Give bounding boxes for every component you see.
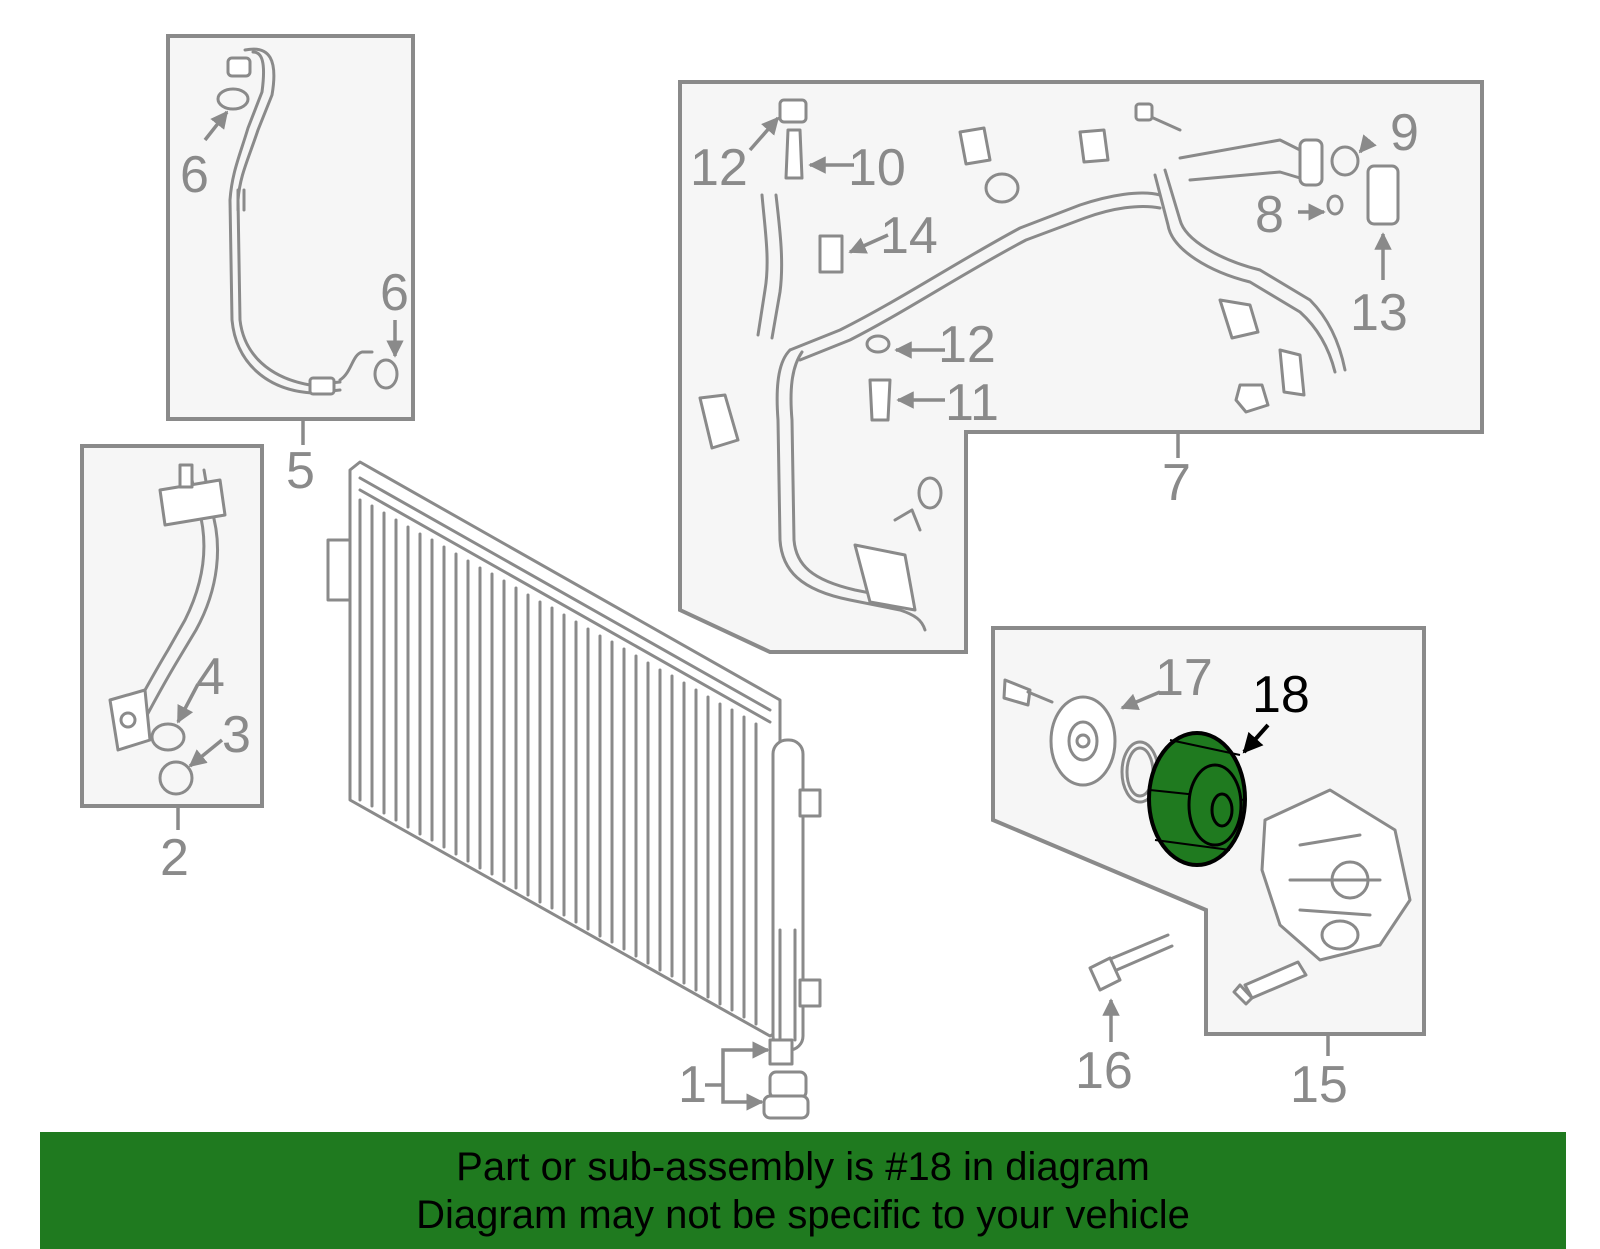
callout-12-mid: 12 <box>938 316 996 374</box>
callout-10: 10 <box>848 139 906 197</box>
banner-line-2: Diagram may not be specific to your vehi… <box>416 1192 1190 1237</box>
line-set-7-box <box>678 80 1484 654</box>
callout-1: 1 <box>678 1056 707 1114</box>
callout-15: 15 <box>1290 1056 1348 1114</box>
compressor-15-box <box>991 626 1426 1036</box>
callout-labels: 1 2 3 4 5 6 6 7 8 9 10 11 12 12 13 14 15… <box>160 104 1419 1114</box>
callout-12-top: 12 <box>690 139 748 197</box>
callout-3: 3 <box>222 706 251 764</box>
callout-11: 11 <box>945 374 999 432</box>
callout-14: 14 <box>880 207 938 265</box>
callout-17: 17 <box>1155 649 1213 707</box>
callout-18: 18 <box>1252 666 1310 724</box>
compressor-clutch-pulley-18[interactable] <box>1147 731 1247 867</box>
callout-5: 5 <box>286 442 315 500</box>
info-banner: Part or sub-assembly is #18 in diagram D… <box>40 1132 1566 1249</box>
condenser <box>326 460 822 1120</box>
hose-assembly-2-box <box>80 444 264 808</box>
callout-2: 2 <box>160 829 189 887</box>
callout-6-bottom: 6 <box>380 264 409 322</box>
callout-13: 13 <box>1350 284 1408 342</box>
leader-lines <box>176 110 1392 1111</box>
callout-8: 8 <box>1255 186 1284 244</box>
hose-assembly-5-box <box>166 34 415 421</box>
callout-16: 16 <box>1075 1042 1133 1100</box>
callout-4: 4 <box>196 648 225 706</box>
callout-6-top: 6 <box>180 146 209 204</box>
banner-line-1: Part or sub-assembly is #18 in diagram <box>456 1144 1150 1189</box>
callout-9: 9 <box>1390 104 1419 162</box>
callout-7: 7 <box>1162 454 1191 512</box>
